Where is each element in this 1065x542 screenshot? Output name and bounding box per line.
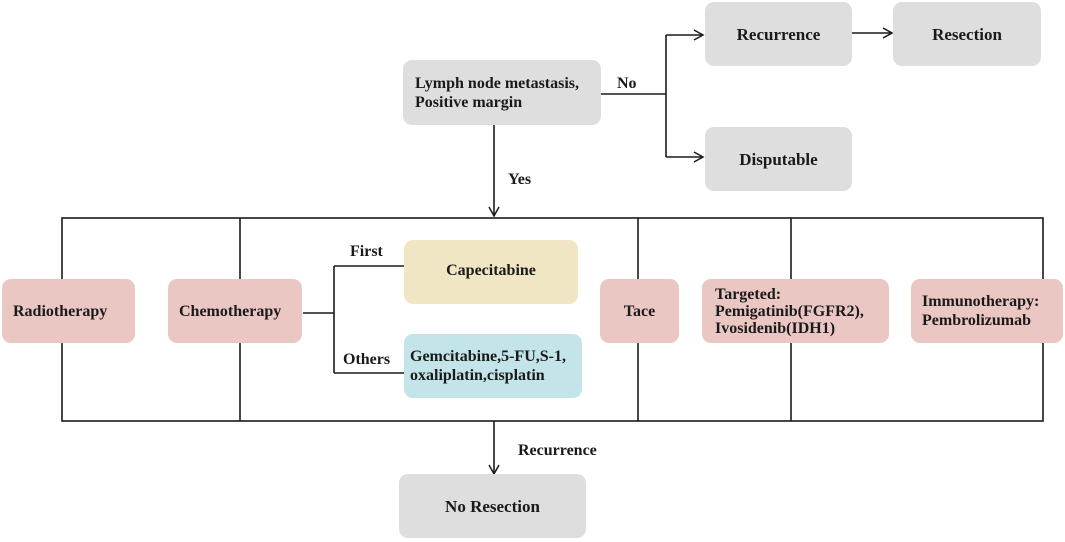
targeted-therapy-node: Targeted: Pemigatinib(FGFR2), Ivosidenib… [702,279,889,343]
capecitabine-text: Capecitabine [446,262,536,279]
lymph-node-metastasis-node: Lymph node metastasis, Positive margin [403,60,601,125]
others-label: Others [343,351,391,368]
radiotherapy-text: Radiotherapy [13,302,108,320]
no-resection-text: No Resection [445,496,540,516]
first-label: First [350,243,383,260]
other-drugs-node: Gemcitabine,5-FU,S-1, oxaliplatin,cispla… [404,334,582,398]
tace-node: Tace [600,279,679,343]
other-drugs-text: Gemcitabine,5-FU,S-1, oxaliplatin,cispla… [410,348,566,384]
disputable-node: Disputable [705,127,852,191]
yes-label: Yes [508,171,532,188]
resection-node: Resection [893,2,1041,66]
no-resection-node: No Resection [399,474,586,538]
recurrence-node: Recurrence [705,2,852,66]
targeted-therapy-text: Targeted: Pemigatinib(FGFR2), Ivosidenib… [715,285,864,337]
capecitabine-node: Capecitabine [404,240,578,304]
immunotherapy-text: Immunotherapy: Pembrolizumab [922,293,1040,329]
recurrence-text: Recurrence [736,24,821,44]
resection-text: Resection [932,24,1002,44]
disputable-text: Disputable [739,149,818,169]
outcome-recurrence-label: Recurrence [518,442,597,459]
chemotherapy-node: Chemotherapy [168,279,302,343]
lymph-node-metastasis-text: Lymph node metastasis, Positive margin [415,74,580,111]
immunotherapy-node: Immunotherapy: Pembrolizumab [911,279,1063,343]
no-label: No [617,75,637,92]
chemotherapy-text: Chemotherapy [179,302,282,320]
radiotherapy-node: Radiotherapy [2,279,135,343]
tace-text: Tace [623,302,656,320]
